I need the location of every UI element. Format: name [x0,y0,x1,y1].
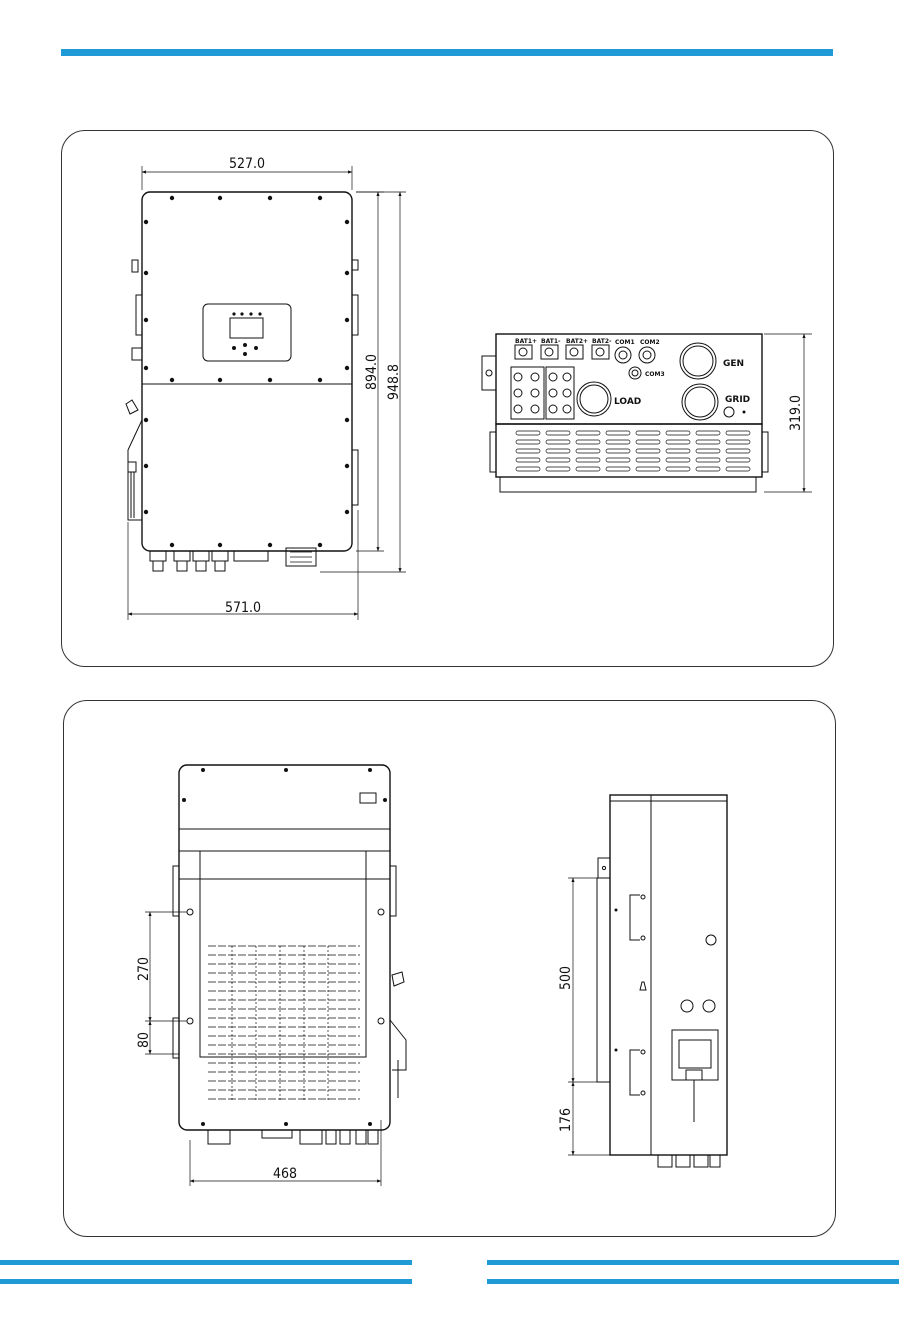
bottom-vent-slots [516,431,750,471]
label-com1: COM1 [615,339,635,346]
label-bat1-minus: BAT1- [541,338,561,345]
bottom-view: BAT1+ BAT1- BAT2+ BAT2- COM1 COM2 COM3 [482,334,812,492]
battery-ports: BAT1+ BAT1- BAT2+ BAT2- [515,338,612,359]
dim-label-527: 527.0 [229,156,265,172]
dim-depth: 319.0 [764,334,812,492]
dim-label-571: 571.0 [225,600,261,616]
dim-height-total: 948.8 [320,192,406,572]
dim-label-468: 468 [273,1166,297,1182]
label-bat2-plus: BAT2+ [566,338,588,345]
label-com3: COM3 [645,371,665,378]
dim-bottom-offset: 176 [558,1082,610,1155]
dim-label-270: 270 [136,957,152,981]
dim-label-894: 894.0 [364,354,380,390]
side-view: 500 176 [558,795,727,1167]
label-gen: GEN [723,359,744,369]
dim-label-176: 176 [558,1108,574,1132]
label-bat1-plus: BAT1+ [515,338,537,345]
pv-connectors [511,367,574,419]
dim-label-80: 80 [136,1032,152,1048]
label-bat2-minus: BAT2- [592,338,612,345]
label-grid: GRID [725,395,750,405]
dim-width-top: 527.0 [142,156,352,190]
dim-label-319: 319.0 [788,395,804,431]
label-com2: COM2 [640,339,660,346]
dim-height-body: 894.0 [356,192,384,551]
label-load: LOAD [614,397,641,407]
rear-bottom-connectors [208,1130,378,1144]
side-bottom-connectors [658,1155,720,1167]
rear-view: 270 80 468 [136,765,406,1186]
dim-label-500: 500 [558,966,574,990]
dim-label-948: 948.8 [386,364,402,400]
rear-heatsink-slots [208,946,360,1100]
front-view: 527.0 894.0 948.8 571.0 [126,156,406,620]
dim-bracket-height: 500 [558,878,600,1082]
com-ports: COM1 COM2 COM3 [615,339,665,379]
